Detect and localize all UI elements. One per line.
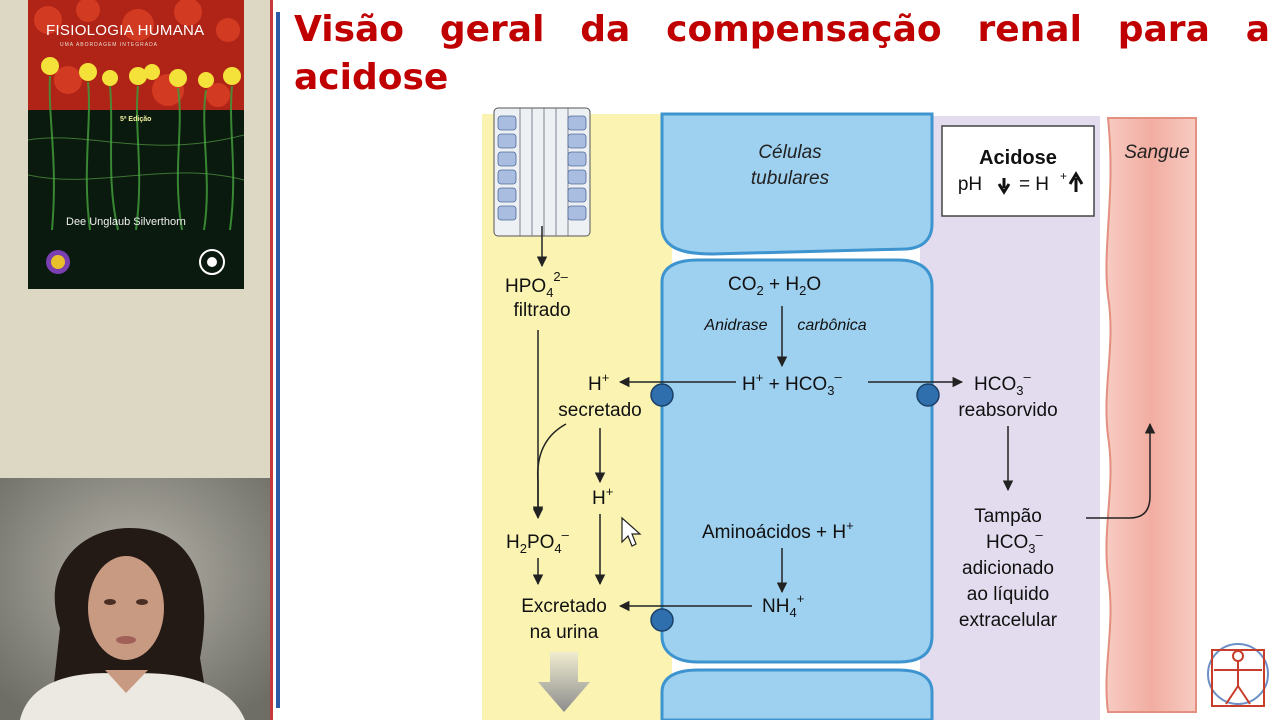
svg-text:+: + [1060, 169, 1067, 183]
hpo4-label: HPO [505, 276, 546, 297]
hpo4-filtered-label: filtrado [513, 300, 570, 321]
book-cover-image: FISIOLOGIA HUMANA UMA ABORDAGEM INTEGRAD… [28, 0, 244, 289]
svg-text:Aminoácidos + H+: Aminoácidos + H+ [702, 518, 854, 543]
nh4-label: NH [762, 596, 789, 617]
acidosis-title: Acidose [979, 147, 1057, 169]
h-hco3-plus: + HCO [763, 374, 827, 395]
excretion-down-arrow-icon [538, 652, 590, 712]
mouse-cursor-icon [621, 516, 642, 547]
transporter-h-secretion [650, 383, 674, 407]
divider-red [270, 0, 273, 720]
h2po4-h: H [506, 532, 520, 553]
reabsorbed-label: reabsorvido [958, 400, 1057, 421]
acidosis-box: Acidose pH = H + [941, 125, 1095, 217]
buffer-label-2: HCO [986, 532, 1028, 553]
vitruvian-man-logo [1206, 640, 1270, 721]
book-author: Dee Unglaub Silverthorn [66, 216, 186, 228]
h2o-plus-label: + H [764, 274, 799, 295]
svg-text:H2PO4–: H2PO4– [506, 527, 570, 556]
excreted-label-2: na urina [530, 622, 599, 643]
acidosis-eq: = H [1019, 174, 1049, 195]
book-edition: 5ª Edição [120, 116, 152, 123]
svg-text:CO2 + H2O: CO2 + H2O [728, 274, 821, 298]
capillary-illustration [493, 107, 591, 237]
book-cover-art [28, 0, 244, 289]
up-arrow-icon [1068, 171, 1084, 192]
enzyme-label-2: carbônica [797, 317, 866, 334]
svg-text:HCO3–: HCO3– [986, 527, 1043, 556]
amino-label: Aminoácidos + H [702, 522, 846, 543]
svg-text:H+: H+ [588, 370, 609, 395]
presenter-figure [0, 478, 270, 720]
hco3-reabs-label: HCO [974, 374, 1016, 395]
h2po4-po: PO [527, 532, 554, 553]
svg-text:H+ + HCO3–: H+ + HCO3– [742, 369, 842, 398]
buffer-label-4: ao líquido [967, 584, 1049, 605]
excreted-label-1: Excretado [521, 596, 607, 617]
h-secreted-label: secretado [558, 400, 641, 421]
co2-label: CO [728, 274, 757, 295]
tubular-cell-bottom [660, 668, 934, 722]
left-panel: FISIOLOGIA HUMANA UMA ABORDAGEM INTEGRAD… [0, 0, 272, 720]
transporter-hco3 [916, 383, 940, 407]
renal-compensation-diagram: Acidose pH = H + Células tubulares Sangu… [480, 106, 1200, 725]
h-hco3-h: H [742, 374, 756, 395]
blood-label: Sangue [1124, 142, 1190, 163]
down-arrow-icon [997, 178, 1011, 195]
divider-blue [276, 12, 280, 708]
svg-text:H+: H+ [592, 484, 613, 509]
cells-label-2: tubulares [751, 168, 830, 189]
svg-text:HCO3–: HCO3– [974, 369, 1031, 398]
buffer-label-5: extracelular [959, 610, 1058, 631]
book-title: FISIOLOGIA HUMANA [46, 22, 205, 39]
buffer-label-1: Tampão [974, 506, 1042, 527]
h-free-label: H [592, 488, 606, 509]
svg-text:NH4+: NH4+ [762, 591, 804, 620]
h2o-o-label: O [806, 274, 821, 295]
tubular-cell-middle [660, 258, 934, 664]
presenter-webcam-video [0, 478, 270, 720]
enzyme-label-1: Anidrase [703, 317, 767, 334]
svg-text:HPO42–: HPO42– [505, 269, 569, 300]
blood-vessel [1105, 117, 1197, 713]
acidosis-ph: pH [958, 174, 982, 195]
slide-title-line2: acidose [294, 57, 449, 98]
book-subtitle: UMA ABORDAGEM INTEGRADA [60, 42, 159, 48]
cells-label-1: Células [758, 142, 822, 163]
h-secreted-h: H [588, 374, 602, 395]
tubular-cell-top [660, 112, 934, 256]
slide-title: Visão geral da compensação renal para a [294, 9, 1270, 50]
buffer-label-3: adicionado [962, 558, 1054, 579]
transporter-nh4 [650, 608, 674, 632]
